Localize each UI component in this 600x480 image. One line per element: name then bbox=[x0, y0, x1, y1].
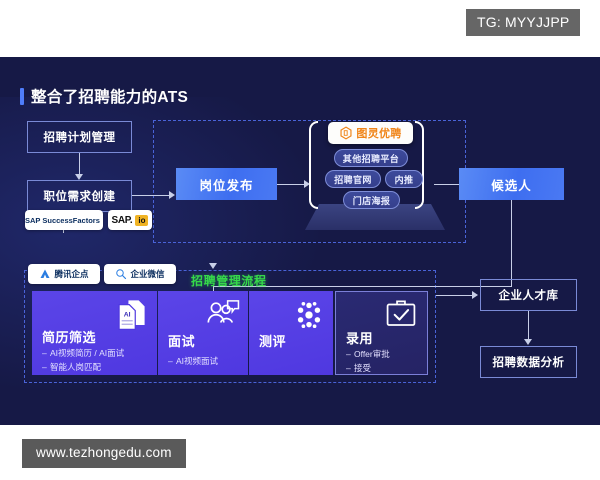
connector-candidate-down bbox=[511, 200, 512, 286]
logo-sap-successfactors-label: SAP SuccessFactors bbox=[25, 215, 100, 225]
channel-pill-referral[interactable]: 内推 bbox=[385, 170, 423, 188]
plan-management-label: 招聘计划管理 bbox=[43, 132, 116, 144]
arrow-req-to-publish bbox=[169, 191, 175, 199]
tg-watermark-badge: TG: MYYJJPP bbox=[466, 9, 581, 36]
process-region-outline bbox=[24, 270, 436, 383]
job-publish-label: 岗位发布 bbox=[199, 178, 254, 193]
wecom-chat-icon bbox=[116, 269, 127, 280]
connector-process-to-pool bbox=[436, 295, 473, 296]
connector-channels-to-candidate bbox=[434, 184, 460, 185]
channel-pill-other-platforms[interactable]: 其他招聘平台 bbox=[334, 149, 408, 167]
candidate-label: 候选人 bbox=[491, 178, 532, 193]
job-publish-box[interactable]: 岗位发布 bbox=[176, 168, 277, 200]
channel-pill-other-platforms-label: 其他招聘平台 bbox=[342, 153, 400, 164]
arrow-process-to-pool bbox=[472, 291, 478, 299]
logo-sap-io[interactable]: SAP. io bbox=[108, 210, 152, 230]
offer-clipboard-icon bbox=[386, 300, 416, 326]
process-card-interview[interactable]: 面试 –AI视频面试 bbox=[158, 291, 248, 375]
bracket-left-icon bbox=[309, 121, 318, 209]
talent-pool-box[interactable]: 企业人才库 bbox=[480, 279, 577, 311]
channel-pill-referral-label: 内推 bbox=[394, 174, 414, 185]
svg-text:AI: AI bbox=[124, 312, 131, 319]
channel-pill-store-poster[interactable]: 门店海报 bbox=[343, 191, 400, 209]
logo-sap-io-tag: io bbox=[135, 214, 149, 226]
tuling-logo-icon bbox=[340, 126, 352, 140]
channel-pill-store-poster-label: 门店海报 bbox=[352, 195, 391, 206]
interview-people-icon bbox=[207, 300, 240, 323]
tencent-qidian-icon bbox=[40, 269, 50, 278]
connector-publish-to-channels bbox=[277, 184, 305, 185]
site-watermark: www.tezhongedu.com bbox=[22, 439, 186, 468]
talent-pool-label: 企业人才库 bbox=[498, 290, 559, 302]
brand-tuling-label: 图灵优聘 bbox=[356, 128, 402, 140]
candidate-box[interactable]: 候选人 bbox=[459, 168, 564, 200]
process-card-offer-bullet-0: –Offer审批 bbox=[346, 349, 390, 359]
connector-req-to-publish bbox=[132, 195, 170, 196]
process-card-resume-screening[interactable]: AI 简历筛选 –AI视频简历 / AI面试 –智能人岗匹配 bbox=[32, 291, 157, 375]
process-label: 招聘管理流程 bbox=[191, 274, 267, 288]
title-text: 整合了招聘能力的ATS bbox=[31, 89, 189, 106]
page-title: 整合了招聘能力的ATS bbox=[20, 85, 188, 107]
process-card-offer[interactable]: 录用 –Offer审批 –接受 bbox=[335, 291, 428, 375]
channel-pill-official-site-label: 招聘官网 bbox=[334, 174, 372, 185]
process-card-offer-bullet-1: –接受 bbox=[346, 363, 372, 373]
plan-management-box[interactable]: 招聘计划管理 bbox=[27, 121, 132, 153]
logo-sap-successfactors[interactable]: SAP SuccessFactors bbox=[25, 210, 103, 230]
process-card-resume-screening-bullet-1: –智能人岗匹配 bbox=[42, 362, 102, 372]
tool-wecom[interactable]: 企业微信 bbox=[104, 264, 176, 284]
ai-document-icon: AI bbox=[118, 300, 145, 330]
connector-candidate-left bbox=[213, 286, 512, 287]
requisition-box[interactable]: 职位需求创建 bbox=[27, 180, 132, 212]
connector-plan-to-req bbox=[79, 153, 80, 175]
requisition-label: 职位需求创建 bbox=[43, 191, 116, 203]
tool-tencent-qidian[interactable]: 腾讯企点 bbox=[28, 264, 100, 284]
arrow-plan-to-req bbox=[75, 174, 83, 180]
slide-canvas: 整合了招聘能力的ATS 招聘计划管理 职位需求创建 SAP SuccessFac… bbox=[0, 57, 600, 425]
connector-pool-to-analytics bbox=[528, 311, 529, 340]
analytics-box[interactable]: 招聘数据分析 bbox=[480, 346, 577, 378]
analytics-label: 招聘数据分析 bbox=[492, 357, 565, 369]
logo-sap-io-label: SAP. bbox=[111, 214, 133, 226]
process-card-assessment[interactable]: 测评 bbox=[249, 291, 333, 375]
channel-pill-official-site[interactable]: 招聘官网 bbox=[325, 170, 381, 188]
process-card-interview-bullet-0: –AI视频面试 bbox=[168, 356, 219, 366]
process-card-resume-screening-bullet-0: –AI视频简历 / AI面试 bbox=[42, 348, 125, 358]
arrow-pool-to-analytics bbox=[524, 339, 532, 345]
assessment-network-icon bbox=[297, 301, 321, 329]
arrow-publish-to-channels bbox=[304, 180, 310, 188]
brand-tuling-chip[interactable]: 图灵优聘 bbox=[328, 122, 413, 144]
process-card-assessment-title: 测评 bbox=[259, 334, 287, 349]
bracket-right-icon bbox=[415, 121, 424, 209]
tool-tencent-qidian-label: 腾讯企点 bbox=[54, 269, 89, 279]
process-card-resume-screening-title: 简历筛选 bbox=[42, 330, 97, 345]
title-accent-bar bbox=[20, 87, 24, 105]
process-card-interview-title: 面试 bbox=[168, 334, 196, 349]
arrow-candidate-into-process bbox=[209, 263, 217, 269]
tool-wecom-label: 企业微信 bbox=[130, 269, 165, 279]
process-card-offer-title: 录用 bbox=[346, 331, 374, 346]
